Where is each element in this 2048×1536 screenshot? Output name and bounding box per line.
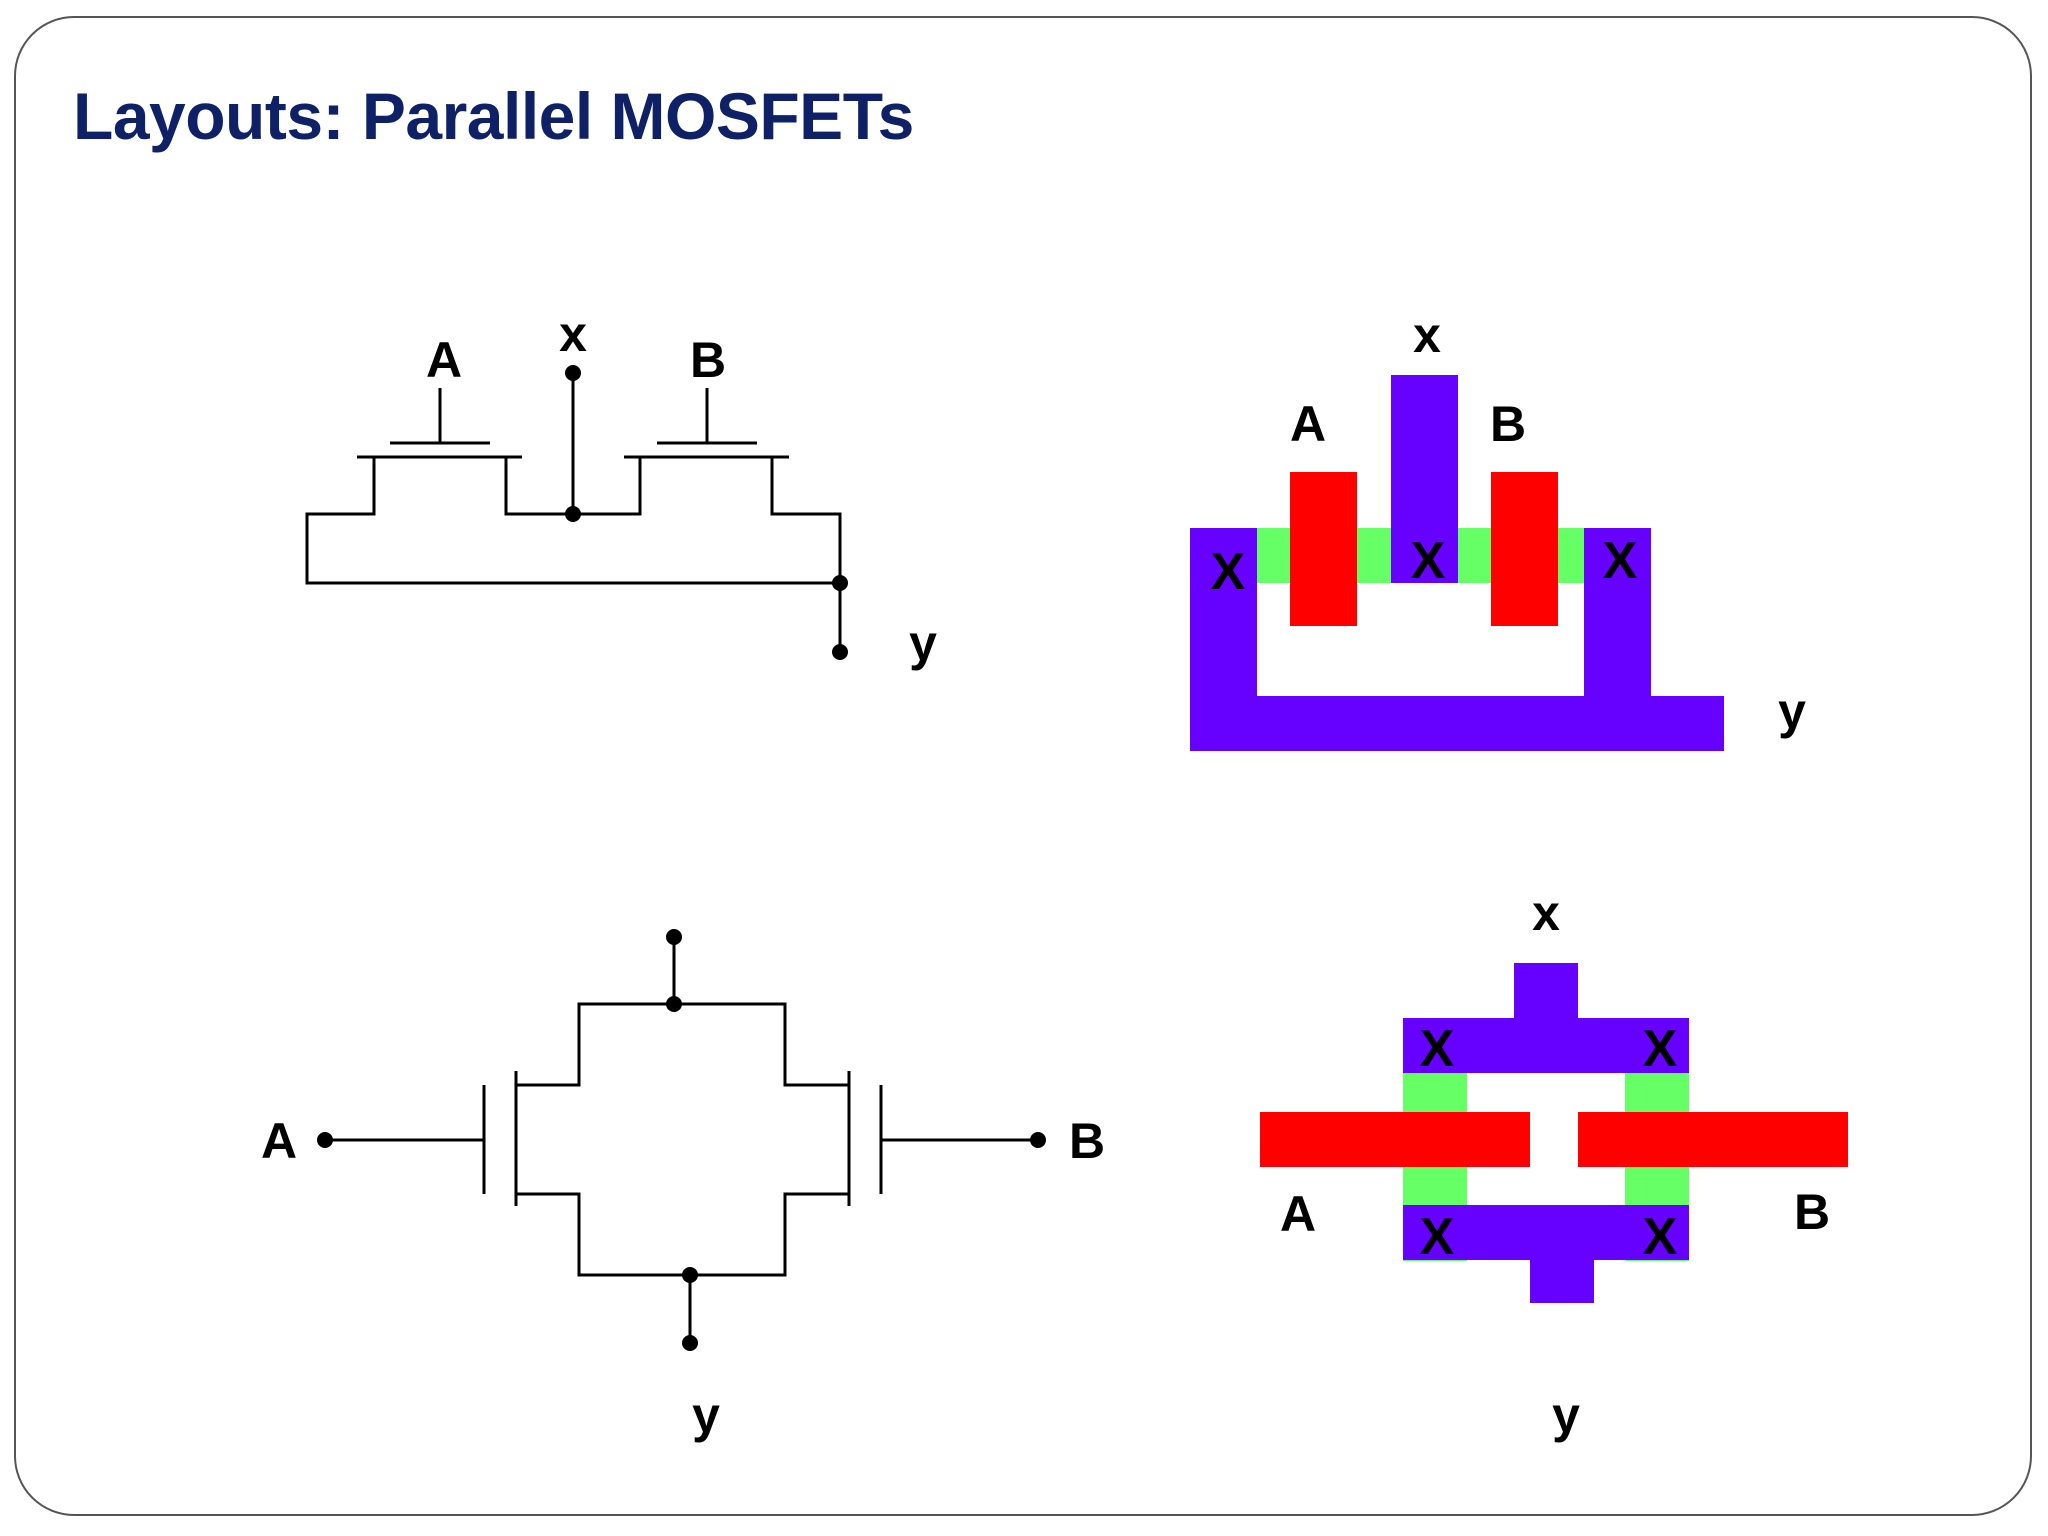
metal-y-tab xyxy=(1530,1258,1594,1303)
schematic-top-label-y: y xyxy=(909,615,937,671)
layout-bottom-label-y: y xyxy=(1552,1387,1580,1443)
node-y-junction xyxy=(682,1267,698,1283)
node-x-terminal xyxy=(565,365,581,381)
top-wiring xyxy=(516,1002,849,1087)
node-y-terminal xyxy=(682,1335,698,1351)
schematic-bottom-nodes xyxy=(317,929,1046,1351)
node-y-junction xyxy=(832,575,848,591)
poly-gate-b xyxy=(1578,1112,1848,1167)
layout-bottom-contact-tr: X xyxy=(1643,1020,1678,1078)
metal-x-tab xyxy=(1514,963,1578,1020)
schematic-top-nodes xyxy=(565,365,848,660)
layout-bottom-contact-bl: X xyxy=(1420,1208,1455,1266)
layout-top-label-x: x xyxy=(1413,307,1441,363)
node-b-terminal xyxy=(1030,1132,1046,1148)
schematic-top-label-a: A xyxy=(426,332,462,388)
layout-bottom xyxy=(1260,963,1848,1303)
node-x-terminal xyxy=(666,929,682,945)
drain-source-wiring xyxy=(305,457,842,585)
metal-x-vertical xyxy=(1391,375,1458,583)
bottom-wiring xyxy=(516,1192,849,1277)
layout-top-label-y: y xyxy=(1778,683,1806,739)
schematic-bottom xyxy=(325,937,1038,1343)
layout-bottom-label-b: B xyxy=(1794,1184,1830,1240)
layout-bottom-contact-br: X xyxy=(1643,1208,1678,1266)
node-x-junction xyxy=(666,996,682,1012)
slide-frame xyxy=(14,16,2032,1516)
node-a-terminal xyxy=(317,1132,333,1148)
metal-bottom-bar xyxy=(1403,1205,1689,1260)
metal-bottom-bar xyxy=(1190,696,1724,751)
layout-top-contact-mid: X xyxy=(1411,532,1446,590)
node-y-terminal xyxy=(832,644,848,660)
layout-top-contact-left: X xyxy=(1211,543,1246,601)
schematic-bottom-label-y: y xyxy=(692,1387,720,1443)
metal-top-bar xyxy=(1403,1018,1689,1073)
layout-top-label-a: A xyxy=(1290,396,1326,452)
node-x-junction xyxy=(565,506,581,522)
layout-bottom-label-x: x xyxy=(1532,885,1560,941)
layout-top-contact-right: X xyxy=(1603,532,1638,590)
metal-right-vertical xyxy=(1584,528,1651,708)
schematic-bottom-label-b: B xyxy=(1069,1113,1105,1169)
page-title: Layouts: Parallel MOSFETs xyxy=(73,79,914,153)
layout-bottom-label-a: A xyxy=(1280,1186,1316,1242)
layout-top-label-b: B xyxy=(1490,396,1526,452)
poly-gate-b xyxy=(1491,472,1558,626)
layout-top xyxy=(1190,375,1724,751)
poly-gate-a xyxy=(1290,472,1357,626)
layout-bottom-contact-tl: X xyxy=(1420,1020,1455,1078)
schematic-top-label-x: x xyxy=(559,306,587,362)
schematic-bottom-label-a: A xyxy=(261,1113,297,1169)
poly-gate-a xyxy=(1260,1112,1530,1167)
schematic-top-label-b: B xyxy=(690,332,726,388)
